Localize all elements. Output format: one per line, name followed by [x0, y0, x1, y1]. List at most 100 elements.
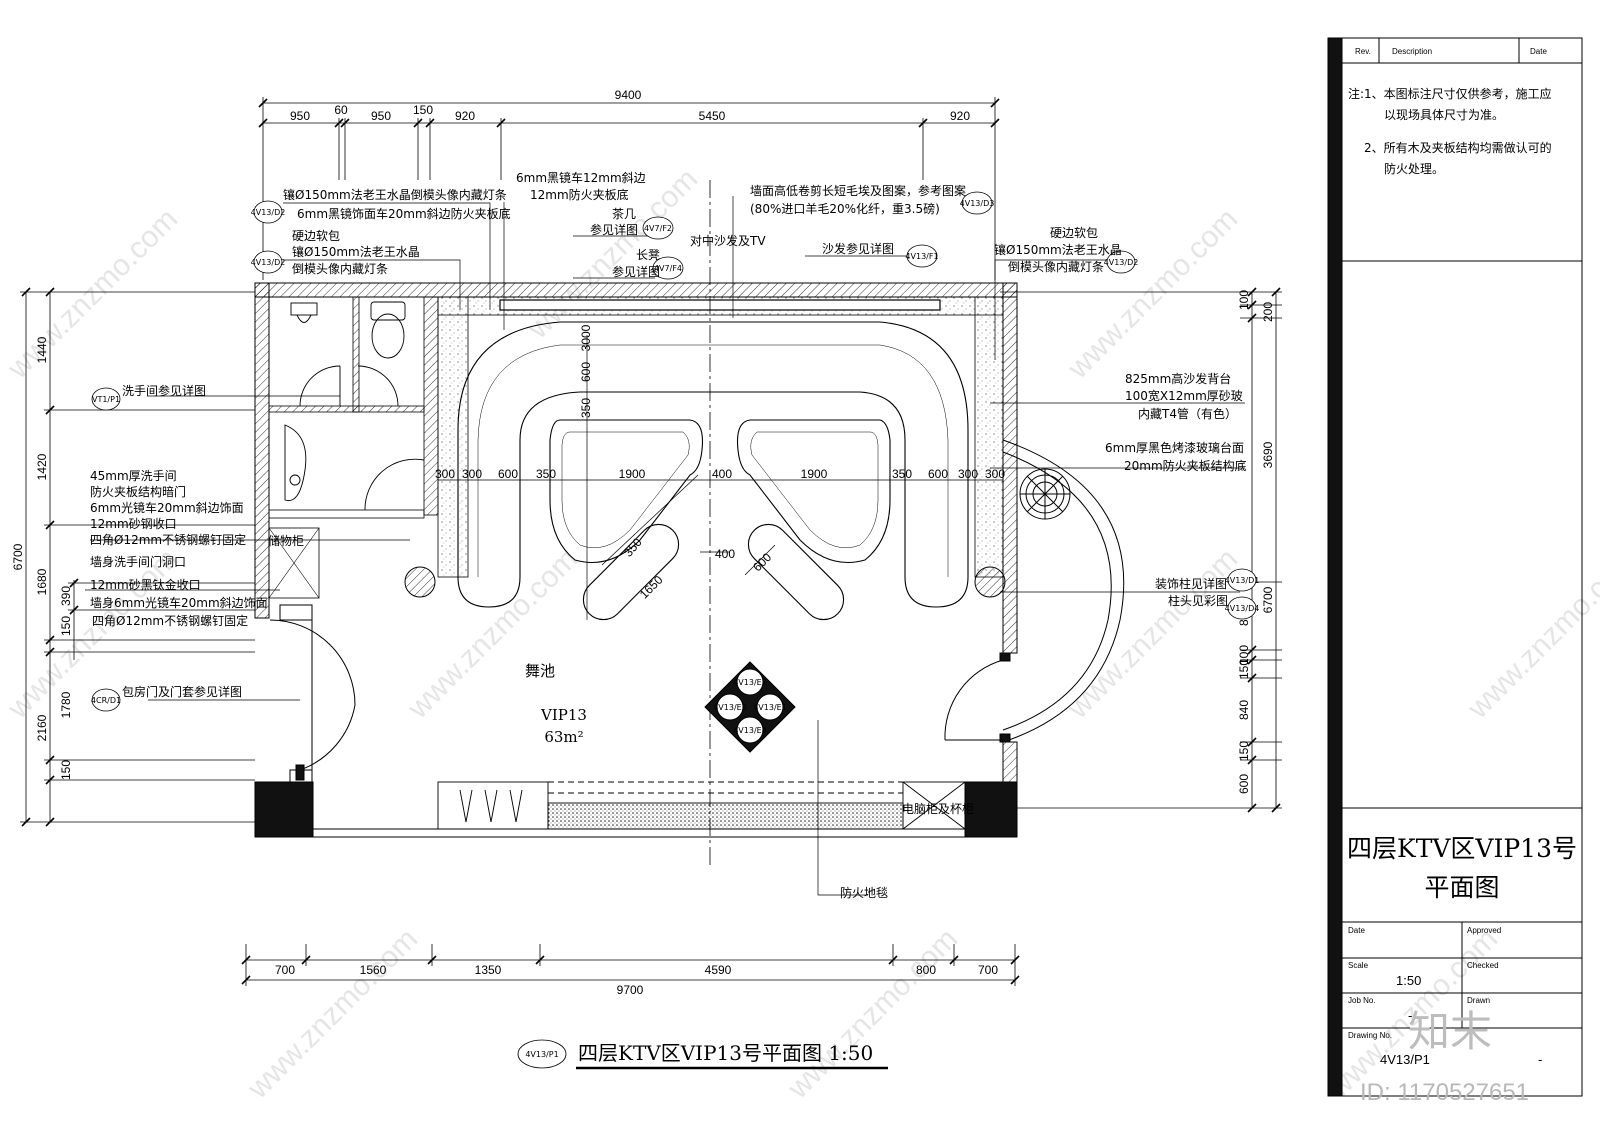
dim-inner-18: 600: [750, 550, 774, 574]
tag-3: 4V7/F2: [644, 224, 672, 233]
main-door-swing: [944, 659, 1004, 741]
watermark-id: ID: 1170527651: [1360, 1079, 1529, 1106]
tv-cabinet: [437, 781, 966, 830]
sofa-u-shape: [457, 321, 969, 608]
tb-note-2a: 2、所有木及夹板结构均需做认可的: [1364, 140, 1552, 155]
dim-left-4: 390: [59, 586, 73, 606]
curved-entrance-wall: [944, 439, 1125, 743]
watermark-text-8: www.znzmo.com: [781, 922, 964, 1105]
tb-note-1a: 注:1、本图标注尺寸仅供参考，施工应: [1348, 86, 1552, 101]
sofa-back-panel: [437, 296, 1004, 578]
tb-col-rev: Rev.: [1355, 47, 1371, 56]
dim-bottom-6: 700: [978, 963, 998, 977]
bench-right: [747, 523, 845, 621]
note-see-detail-2: 参见详图: [612, 264, 660, 279]
dim-inner-9: 600: [928, 467, 948, 481]
tb-lbl-drawingno: Drawing No.: [1348, 1031, 1392, 1040]
note-column-head: 柱头见彩图: [1168, 593, 1228, 608]
restroom-main-door-swing: [364, 458, 425, 511]
watermark-text-7: www.znzmo.com: [241, 922, 424, 1105]
dim-inner-12: 3000: [579, 324, 593, 351]
tb-val-drawingno: 4V13/P1: [1380, 1052, 1430, 1067]
dim-left-5: 150: [59, 616, 73, 636]
watermark-text-10: www.znzmo.com: [1461, 542, 1600, 725]
dim-inner-5: 1900: [619, 467, 646, 481]
note-coffee-table: 茶几: [612, 206, 636, 221]
dance-floor-label: 舞池: [525, 662, 555, 680]
washbasin-icon: [284, 424, 307, 502]
dim-right-8: 600: [1237, 774, 1251, 794]
note-storage: 储物柜: [268, 533, 304, 548]
note-sofa-tv: 对中沙发及TV: [690, 233, 766, 248]
tb-note-2b: 防火处理。: [1384, 161, 1444, 176]
note-soft-pack-2: 硬边软包: [1050, 226, 1098, 240]
tb-lbl-checked: Checked: [1467, 961, 1499, 970]
restroom-door-swing-2: [357, 365, 399, 407]
note-column-detail: 装饰柱见详图: [1155, 576, 1227, 591]
note-screw-2: 四角Ø12mm不锈钢螺钉固定: [92, 613, 248, 628]
tag-8: VT1/P1: [92, 395, 120, 404]
dim-right-1: 100: [1237, 290, 1251, 310]
bottom-dimensions: [241, 944, 1020, 986]
inner-dimension-lines: [438, 335, 1003, 620]
tag-2: 4V13/D2: [251, 258, 286, 267]
dim-inner-13: 600: [579, 362, 593, 382]
note-restroom-door-2: 防火夹板结构暗门: [90, 484, 186, 499]
note-crystal-head-3: 倒模头像内藏灯条: [292, 262, 388, 276]
dim-inner-4: 350: [536, 467, 556, 481]
watermark-logo: 知末: [1408, 1007, 1492, 1056]
tb-lbl-approved: Approved: [1467, 926, 1501, 935]
drawing-title-code: 4V13/P1: [525, 1050, 558, 1059]
note-wool-ratio: (80%进口羊毛20%化纤，重3.5磅): [750, 201, 940, 216]
dim-right-6: 840: [1237, 700, 1251, 720]
drawing-title: 四层KTV区VIP13号平面图 1:50: [578, 1041, 873, 1065]
note-black-mirror-1: 6mm黑镜饰面车20mm斜边防火夹板底: [297, 206, 511, 221]
room-name-label: VIP13: [540, 706, 587, 724]
dim-top-1: 950: [290, 109, 310, 123]
note-restroom-door-1: 45mm厚洗手间: [90, 469, 177, 483]
watermark-text-1: www.znzmo.com: [1, 202, 184, 385]
tag-11: 4V13/D4: [1225, 604, 1260, 613]
tag-4: 4V7/F4: [654, 264, 682, 273]
note-door-opening: 墙身洗手间门洞口: [90, 554, 186, 569]
dim-left-total: 6700: [11, 543, 25, 570]
tag-1: 4V13/D2: [251, 208, 286, 217]
tag-elev-e4: 4V13/E4: [733, 726, 767, 735]
dim-bottom-5: 800: [916, 963, 936, 977]
room-area-label: 63m²: [544, 728, 583, 746]
note-restroom-detail: 洗手间参见详图: [122, 383, 206, 398]
elevation-marker: [704, 661, 796, 753]
dim-right-7: 150: [1237, 741, 1251, 761]
tb-col-date: Date: [1530, 47, 1547, 56]
dim-top-7: 920: [950, 109, 970, 123]
tag-6: 4V13/F1: [905, 252, 938, 261]
dim-left-6: 1780: [59, 691, 73, 718]
dim-top-3: 950: [371, 109, 391, 123]
tag-10: 4V13/D1: [1225, 576, 1260, 585]
dim-right-total: 6700: [1261, 586, 1275, 613]
dim-inner-8: 350: [892, 467, 912, 481]
dim-inner-7: 1900: [801, 467, 828, 481]
decorative-column-left: [404, 566, 436, 598]
note-mirror-finish-1: 6mm光镜车20mm斜边饰面: [90, 500, 244, 515]
watermark-text-6: www.znzmo.com: [1061, 542, 1244, 725]
tb-lbl-jobno: Job No.: [1348, 996, 1376, 1005]
note-wall-carpet: 墙面高低卷剪长短毛埃及图案，参考图案: [750, 183, 966, 198]
tb-val-scale: 1:50: [1396, 973, 1421, 988]
note-soft-pack-1: 硬边软包: [292, 229, 340, 243]
dim-left-2: 1420: [35, 453, 49, 480]
note-crystal-head-5: 倒模头像内藏灯条: [1008, 260, 1104, 274]
room-entrance-door: [269, 604, 356, 783]
dim-top-6: 5450: [699, 109, 726, 123]
note-titanium-trim: 12mm砂黑钛金收口: [90, 577, 201, 592]
right-dimensions: [1000, 287, 1282, 813]
tb-col-desc: Description: [1392, 47, 1432, 56]
note-sand-steel: 12mm砂钢收口: [90, 517, 177, 531]
tb-sheet-title-2: 平面图: [1424, 873, 1499, 902]
note-sofa-back-1: 825mm高沙发背台: [1125, 371, 1231, 386]
note-computer-cabinet: 电脑柜及杯柜: [902, 802, 974, 816]
tb-lbl-scale: Scale: [1348, 961, 1369, 970]
dim-inner-11: 300: [985, 467, 1005, 481]
restroom-door-swing-1: [299, 365, 341, 407]
